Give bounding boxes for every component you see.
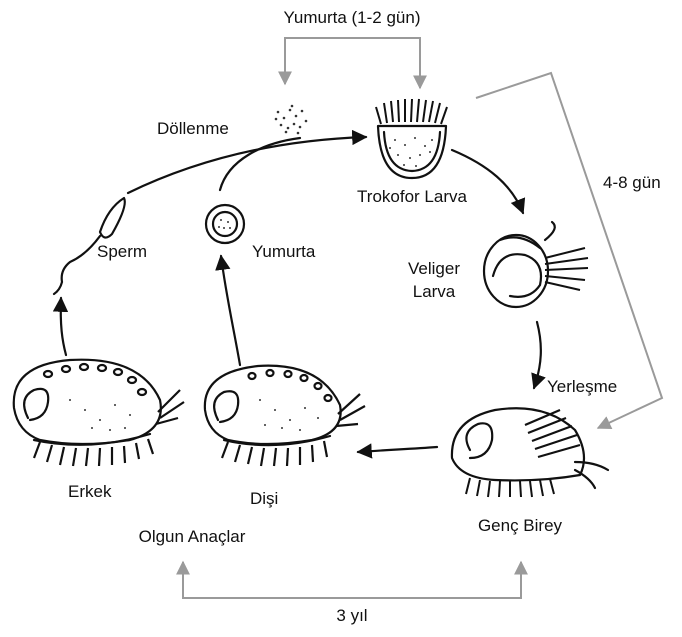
sperm-label: Sperm <box>97 242 147 261</box>
female-label: Dişi <box>250 489 278 508</box>
duration-4-8-days-label: 4-8 gün <box>603 173 661 192</box>
juvenile-illustration <box>452 408 608 497</box>
veliger-label-line2: Larva <box>413 282 456 301</box>
mature-adults-label: Olgun Anaçlar <box>139 527 246 546</box>
juvenile-label: Genç Birey <box>478 516 563 535</box>
three-years-bracket <box>183 562 521 598</box>
trochophore-larva-illustration <box>376 99 447 178</box>
male-adult-illustration <box>14 360 184 466</box>
egg-duration-label: Yumurta (1-2 gün) <box>283 8 420 27</box>
egg-cell-illustration <box>206 205 244 243</box>
trochophore-label: Trokofor Larva <box>357 187 467 206</box>
egg-label: Yumurta <box>252 242 316 261</box>
egg-duration-bracket <box>285 38 420 88</box>
veliger-larva-illustration <box>484 222 588 307</box>
settlement-label: Yerleşme <box>547 377 617 396</box>
three-years-label: 3 yıl <box>336 606 367 625</box>
male-label: Erkek <box>68 482 112 501</box>
veliger-label-line1: Veliger <box>408 259 460 278</box>
fertilization-dots-illustration <box>275 105 308 135</box>
fertilization-label: Döllenme <box>157 119 229 138</box>
female-adult-illustration <box>205 366 365 466</box>
